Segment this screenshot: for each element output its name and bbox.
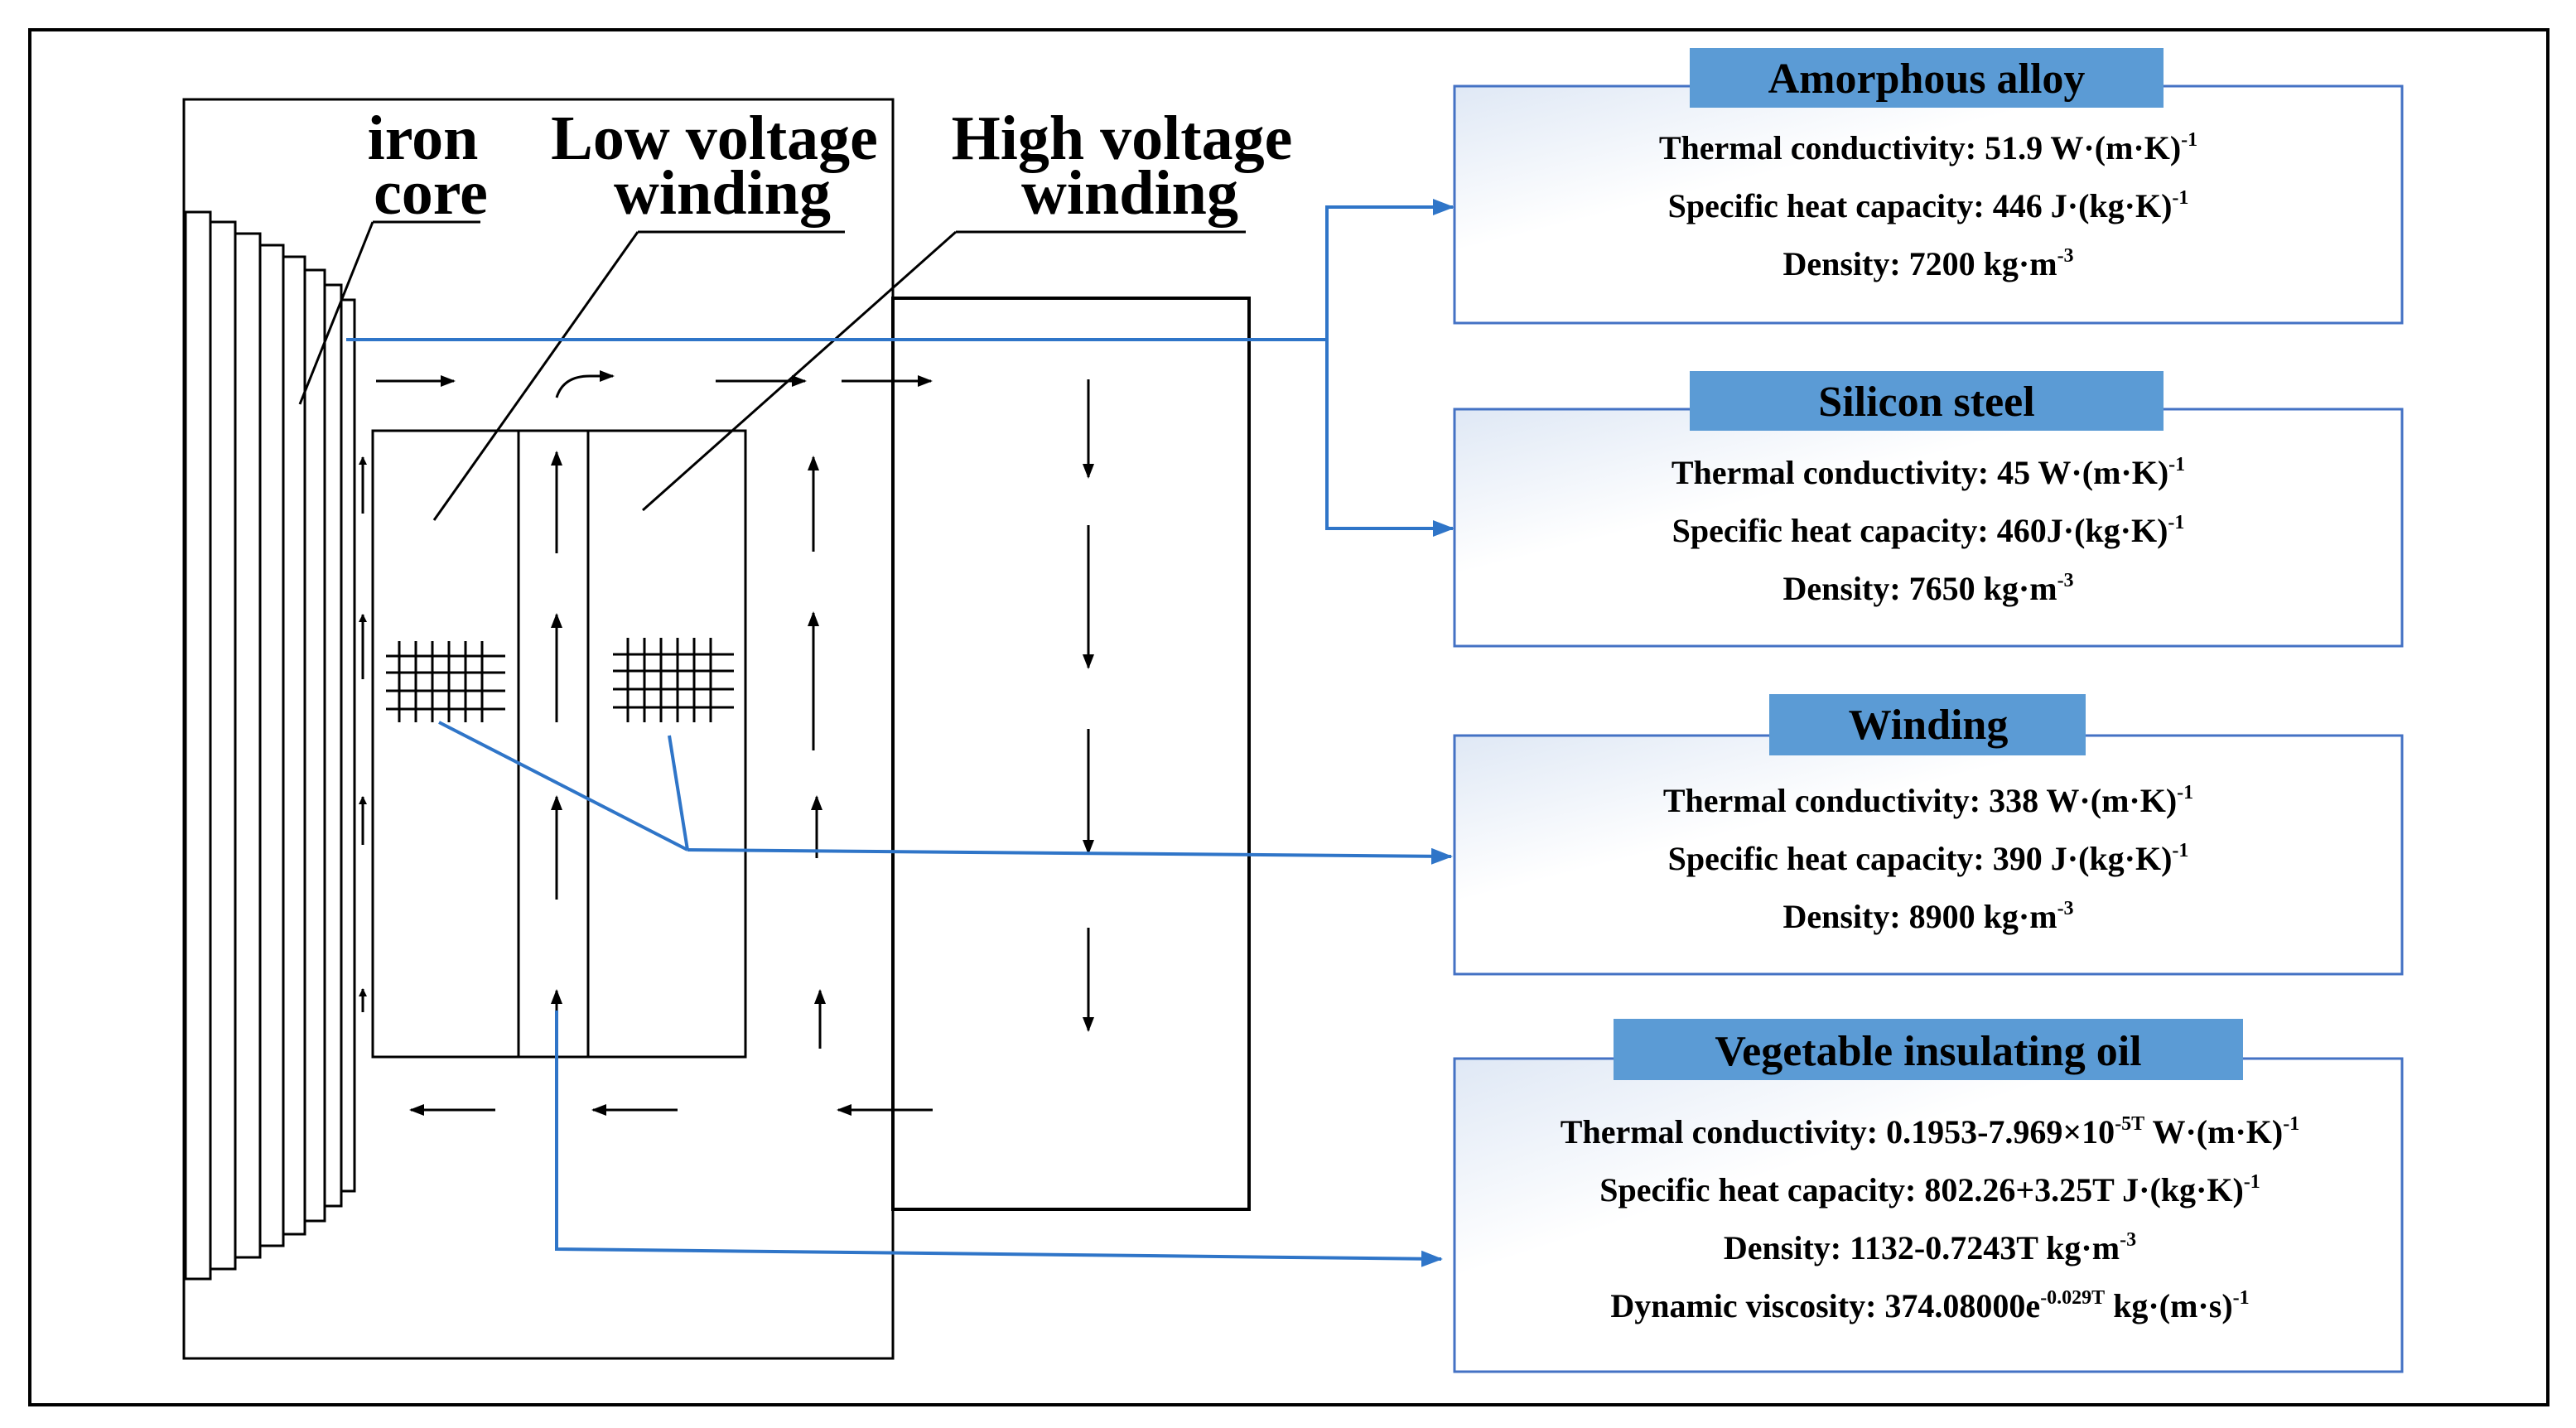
- low-voltage-mesh: [386, 641, 505, 722]
- low-voltage-winding-block: [371, 429, 520, 1059]
- property-line: Thermal conductivity: 45 W·(m·K)-1: [1672, 454, 2185, 491]
- property-line: Specific heat capacity: 460J·(kg·K)-1: [1672, 512, 2185, 549]
- property-text: Thermal conductivity: 45 W·(m·K): [1672, 454, 2168, 491]
- panel-vegetable-insulating-oil: Vegetable insulating oil Thermal conduct…: [1453, 1019, 2404, 1373]
- panel-body: [1453, 84, 2404, 325]
- property-text: Thermal conductivity: 0.1953-7.969×10: [1561, 1113, 2115, 1151]
- superscript: -1: [2181, 129, 2197, 151]
- property-line: Density: 7650 kg·m-3: [1782, 570, 2073, 607]
- property-text: Specific heat capacity: 802.26+3.25T J·(…: [1599, 1171, 2244, 1208]
- high-voltage-winding-label: High voltage winding: [952, 104, 1309, 228]
- property-line: Specific heat capacity: 390 J·(kg·K)-1: [1668, 840, 2189, 877]
- superscript: -1: [2168, 454, 2185, 475]
- property-text: Dynamic viscosity: 374.08000e: [1610, 1287, 2040, 1324]
- iron-core-label: iron core: [368, 104, 494, 228]
- property-text: Specific heat capacity: 446 J·(kg·K): [1668, 187, 2173, 224]
- superscript: -1: [2233, 1287, 2250, 1309]
- panel-amorphous-alloy: Amorphous alloy Thermal conductivity: 51…: [1453, 48, 2404, 325]
- property-line: Specific heat capacity: 802.26+3.25T J·(…: [1599, 1171, 2260, 1208]
- superscript: -3: [2057, 245, 2074, 267]
- property-line: Thermal conductivity: 0.1953-7.969×10-5T…: [1561, 1113, 2299, 1151]
- property-line: Density: 1132-0.7243T kg·m-3: [1724, 1229, 2136, 1266]
- iron-core-laminations: [184, 210, 356, 1281]
- property-text: Specific heat capacity: 460J·(kg·K): [1672, 512, 2168, 549]
- superscript: -3: [2057, 898, 2074, 919]
- panel-title-bg: [1614, 1019, 2243, 1080]
- panel-body: [1453, 1057, 2404, 1373]
- high-voltage-mesh: [613, 638, 734, 722]
- property-text: Density: 8900 kg·m: [1782, 898, 2057, 935]
- panel-title: Silicon steel: [1818, 379, 2034, 426]
- oil-flow-arrows: [359, 370, 1094, 1116]
- superscript: -1: [2177, 782, 2193, 803]
- property-text: Specific heat capacity: 390 J·(kg·K): [1668, 840, 2173, 877]
- superscript: -1: [2172, 187, 2188, 209]
- superscript: -0.029T: [2040, 1287, 2105, 1309]
- property-line: Density: 8900 kg·m-3: [1782, 898, 2073, 935]
- panel-title: Vegetable insulating oil: [1715, 1028, 2141, 1075]
- panel-body: [1453, 408, 2404, 648]
- superscript: -3: [2057, 570, 2074, 591]
- property-text: Density: 7650 kg·m: [1782, 570, 2057, 607]
- superscript: -1: [2172, 840, 2188, 861]
- property-text: Density: 1132-0.7243T kg·m: [1724, 1229, 2120, 1266]
- panel-title-bg: [1769, 694, 2086, 755]
- property-text: Thermal conductivity: 51.9 W·(m·K): [1659, 129, 2181, 166]
- oil-tank: [891, 297, 1251, 1211]
- property-line: Thermal conductivity: 338 W·(m·K)-1: [1663, 782, 2193, 819]
- high-voltage-winding-block: [586, 429, 747, 1059]
- connectors: [346, 199, 1454, 1267]
- property-line: Specific heat capacity: 446 J·(kg·K)-1: [1668, 187, 2189, 224]
- superscript: -1: [2244, 1171, 2260, 1193]
- property-text: kg·(m·s): [2105, 1287, 2232, 1324]
- panel-title-bg: [1690, 371, 2164, 431]
- property-text: Thermal conductivity: 338 W·(m·K): [1663, 782, 2177, 819]
- label-leaders: [298, 220, 1246, 521]
- panel-title-bg: [1690, 48, 2164, 108]
- superscript: -1: [2168, 512, 2184, 533]
- property-text: Density: 7200 kg·m: [1782, 245, 2057, 282]
- panel-title: Winding: [1849, 702, 2009, 749]
- superscript: -5T: [2115, 1113, 2144, 1135]
- panel-silicon-steel: Silicon steel Thermal conductivity: 45 W…: [1453, 371, 2404, 648]
- low-voltage-winding-label: Low voltage winding: [551, 104, 894, 228]
- superscript: -1: [2283, 1113, 2299, 1135]
- superscript: -3: [2120, 1229, 2136, 1251]
- outer-frame: [28, 28, 2549, 1406]
- panel-title: Amorphous alloy: [1768, 55, 2086, 103]
- property-line: Thermal conductivity: 51.9 W·(m·K)-1: [1659, 129, 2197, 166]
- property-line: Density: 7200 kg·m-3: [1782, 245, 2073, 282]
- panel-winding: Winding Thermal conductivity: 338 W·(m·K…: [1453, 694, 2404, 976]
- property-line: Dynamic viscosity: 374.08000e-0.029T kg·…: [1610, 1287, 2249, 1324]
- property-text: W·(m·K): [2144, 1113, 2283, 1151]
